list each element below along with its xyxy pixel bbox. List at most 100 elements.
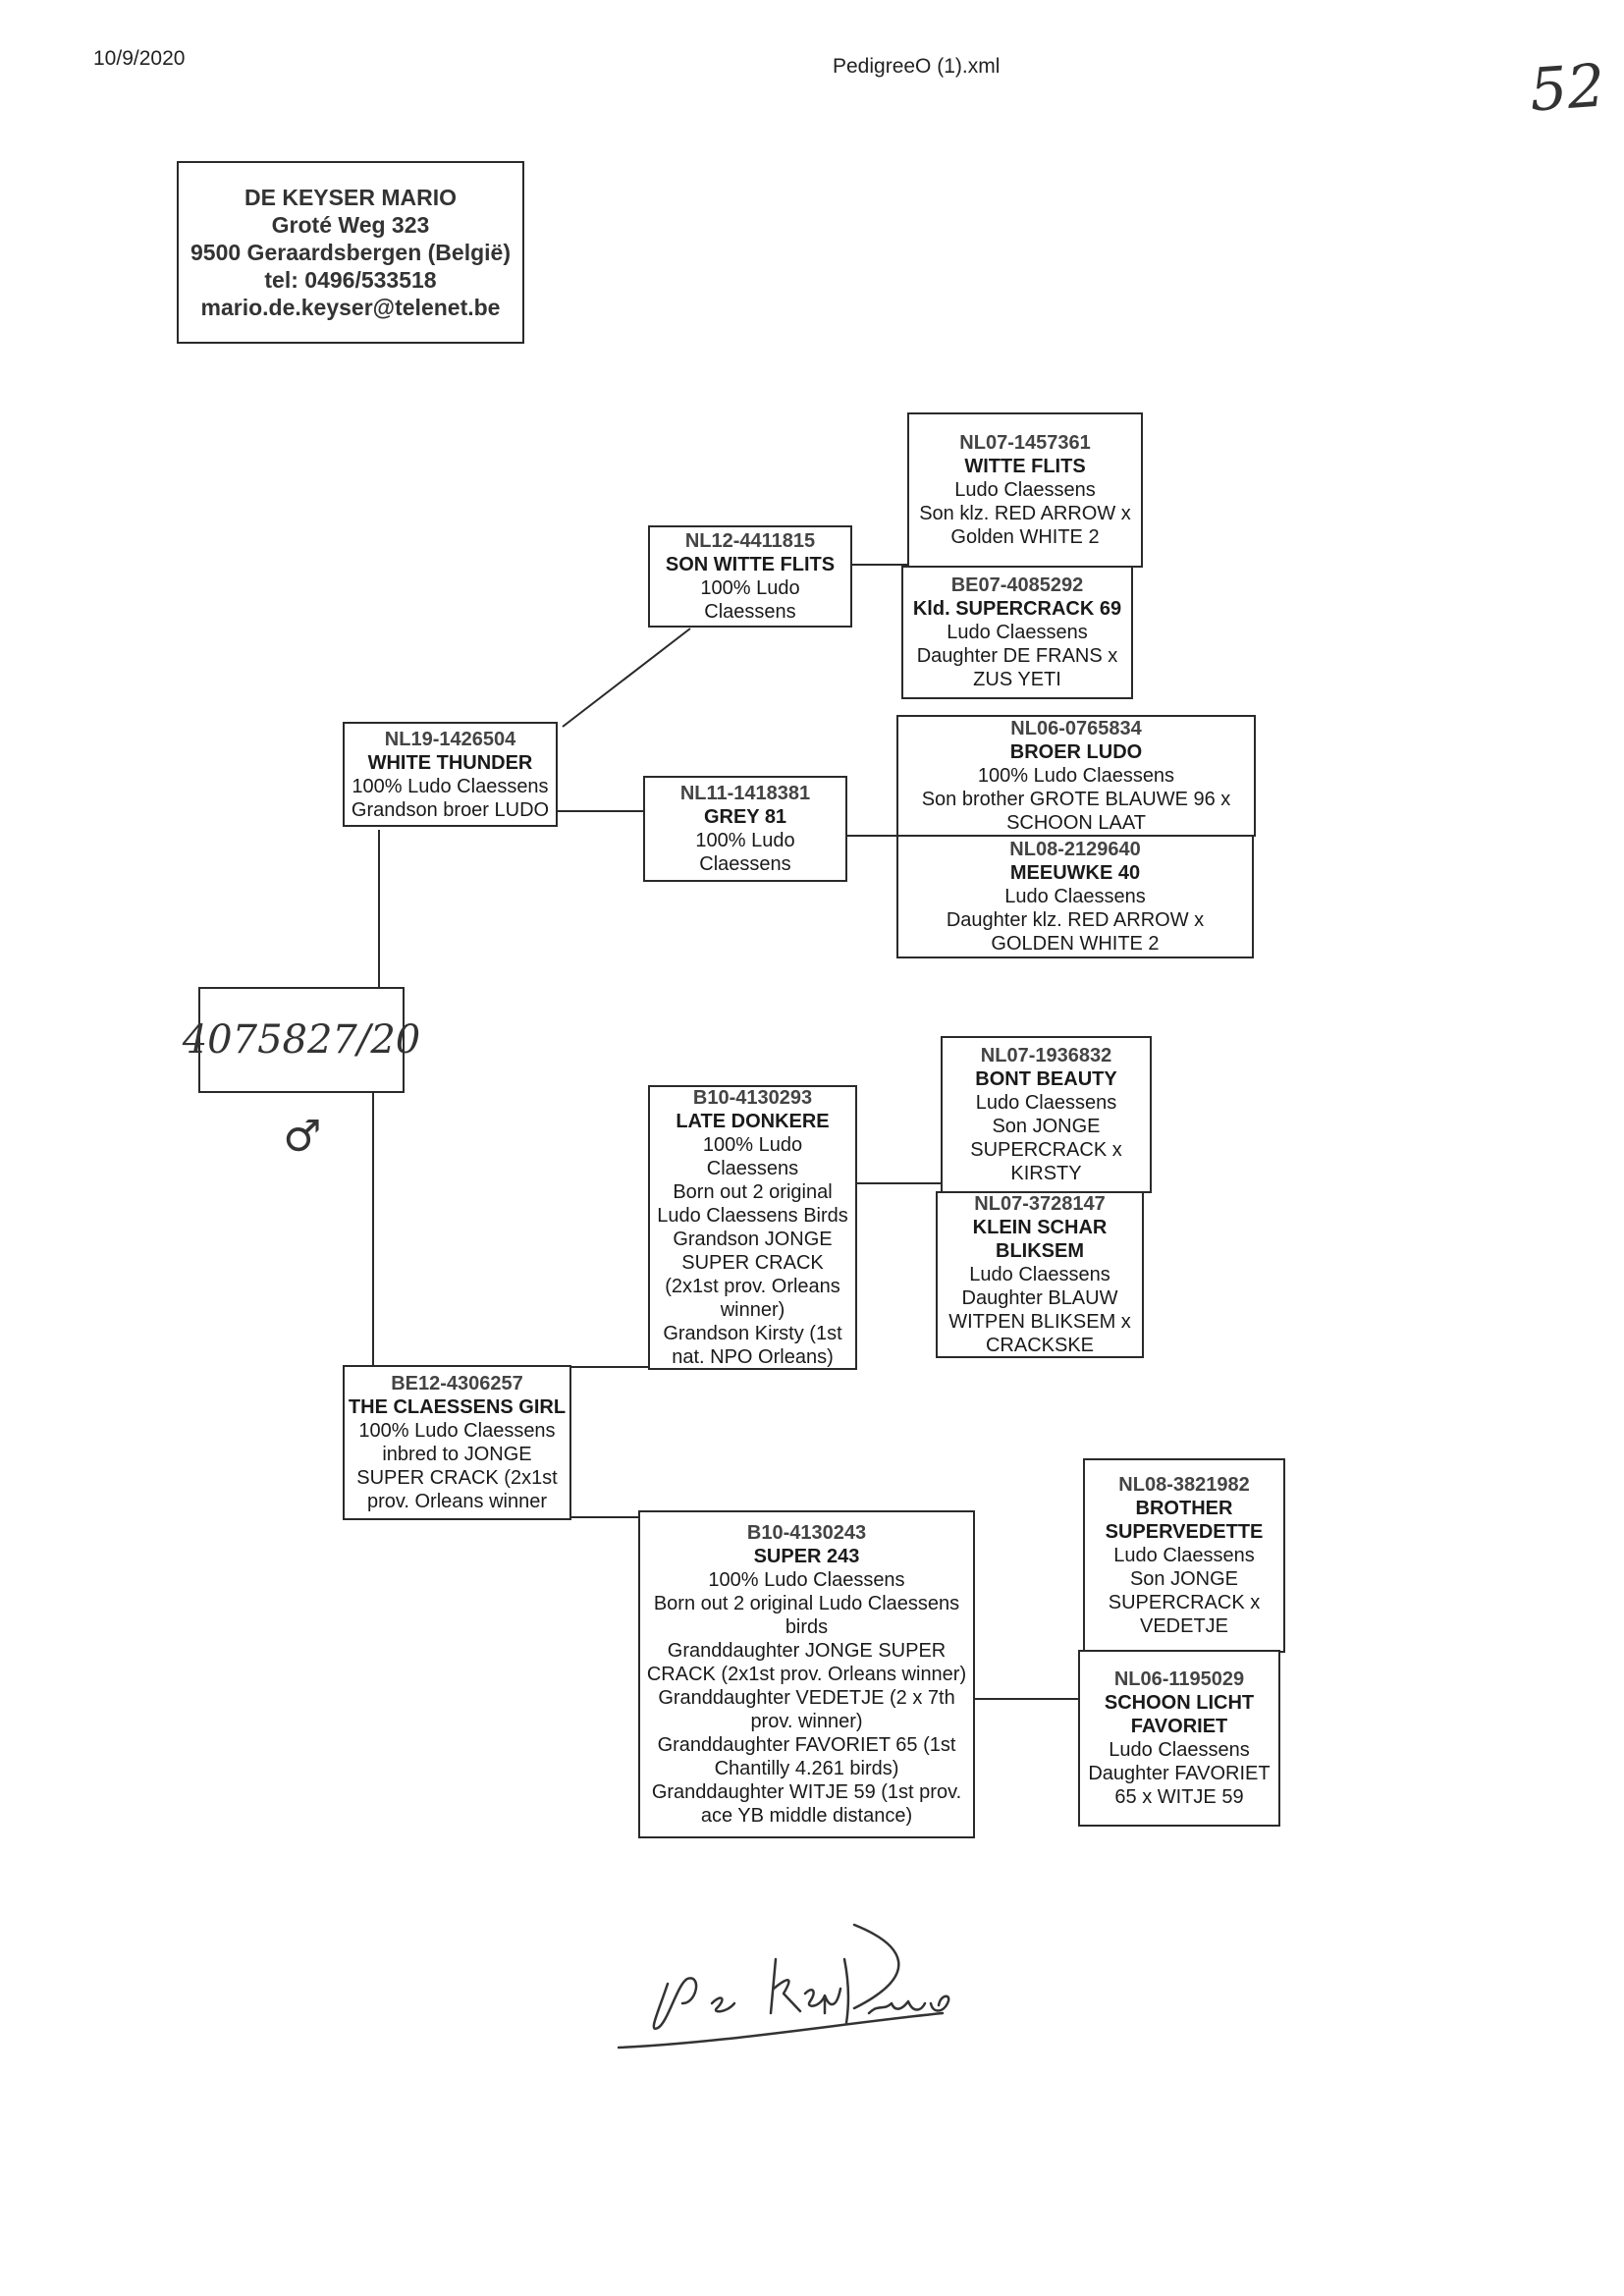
ds-dam-line: WITPEN BLIKSEM x	[948, 1311, 1131, 1333]
sd-dam-line: Ludo Claessens	[1004, 886, 1146, 907]
sire-name: WHITE THUNDER	[367, 751, 533, 774]
sire-sire-name: SON WITTE FLITS	[665, 554, 836, 575]
dam-sire-ring: B10-4130293	[692, 1087, 813, 1109]
dam-dam-line: prov. winner)	[750, 1711, 863, 1732]
ss-sire-ring: NL07-1457361	[959, 432, 1091, 454]
dam-sire-name: LATE DONKERE	[676, 1111, 830, 1132]
dam-sire-line: winner)	[720, 1299, 785, 1321]
dam-dam-line: ace YB middle distance)	[700, 1805, 913, 1827]
file-name: PedigreeO (1).xml	[833, 55, 1001, 78]
sire-sire-line: Claessens	[704, 601, 796, 623]
dam-sire-box: B10-4130293 LATE DONKERE 100% Ludo Claes…	[648, 1085, 857, 1370]
sd-sire-box: NL06-0765834 BROER LUDO 100% Ludo Claess…	[896, 715, 1256, 837]
dam-ring: BE12-4306257	[391, 1373, 523, 1394]
ds-dam-box: NL07-3728147 KLEIN SCHAR BLIKSEM Ludo Cl…	[936, 1191, 1144, 1358]
owner-phone: tel: 0496/533518	[264, 267, 437, 293]
dam-name: THE CLAESSENS GIRL	[348, 1396, 567, 1418]
ds-sire-name: BONT BEAUTY	[975, 1068, 1117, 1090]
dd-sire-name: BROTHER	[1135, 1498, 1233, 1519]
connector-sire-ss	[562, 628, 691, 728]
ss-dam-ring: BE07-4085292	[950, 574, 1084, 596]
dam-sire-line: Born out 2 original	[673, 1181, 833, 1203]
sd-sire-line: 100% Ludo Claessens	[977, 765, 1175, 787]
sd-sire-line: Son brother GROTE BLAUWE 96 x	[921, 789, 1231, 810]
dd-dam-box: NL06-1195029 SCHOON LICHT FAVORIET Ludo …	[1078, 1650, 1280, 1827]
sd-sire-line: SCHOON LAAT	[1006, 812, 1146, 834]
owner-email: mario.de.keyser@telenet.be	[200, 295, 501, 320]
sd-dam-box: NL08-2129640 MEEUWKE 40 Ludo Claessens D…	[896, 835, 1254, 958]
ss-sire-line: Son klz. RED ARROW x	[919, 503, 1131, 524]
dam-dam-line: Granddaughter WITJE 59 (1st prov.	[651, 1781, 962, 1803]
sire-sire-line: 100% Ludo	[700, 577, 800, 599]
dd-sire-ring: NL08-3821982	[1118, 1474, 1250, 1496]
sire-sire-box: NL12-4411815 SON WITTE FLITS 100% Ludo C…	[648, 525, 852, 628]
dd-dam-ring: NL06-1195029	[1113, 1668, 1245, 1690]
ds-dam-name: KLEIN SCHAR	[972, 1217, 1108, 1238]
owner-name: DE KEYSER MARIO	[244, 185, 457, 210]
ss-sire-line: Golden WHITE 2	[950, 526, 1100, 548]
dam-dam-name: SUPER 243	[753, 1546, 860, 1567]
sd-sire-name: BROER LUDO	[1009, 741, 1143, 763]
sd-dam-line: Daughter klz. RED ARROW x	[946, 909, 1205, 931]
dam-dam-line: 100% Ludo Claessens	[708, 1569, 905, 1591]
ds-sire-line: Ludo Claessens	[975, 1092, 1117, 1114]
sire-dam-name: GREY 81	[703, 806, 787, 828]
dam-sire-line: nat. NPO Orleans)	[672, 1346, 834, 1368]
dam-line: SUPER CRACK (2x1st	[356, 1467, 558, 1489]
subject-ring-box: 4075827/20	[183, 987, 420, 1093]
ds-sire-line: SUPERCRACK x	[970, 1139, 1122, 1161]
sire-dam-line: Claessens	[699, 853, 791, 875]
ss-dam-box: BE07-4085292 Kld. SUPERCRACK 69 Ludo Cla…	[901, 566, 1133, 699]
dam-dam-line: Chantilly 4.261 birds)	[714, 1758, 899, 1779]
dd-sire-box: NL08-3821982 BROTHER SUPERVEDETTE Ludo C…	[1083, 1458, 1285, 1653]
ds-dam-line: CRACKSKE	[985, 1335, 1095, 1356]
dd-dam-line: Ludo Claessens	[1109, 1739, 1250, 1761]
dd-dam-line: 65 x WITJE 59	[1114, 1786, 1244, 1808]
ss-dam-name: Kld. SUPERCRACK 69	[912, 598, 1122, 620]
dam-sire-line: Grandson Kirsty (1st	[663, 1323, 842, 1344]
owner-city: 9500 Geraardsbergen (België)	[190, 240, 511, 265]
dam-line: inbred to JONGE	[382, 1444, 532, 1465]
ds-dam-name: BLIKSEM	[996, 1240, 1084, 1262]
ss-sire-line: Ludo Claessens	[954, 479, 1096, 501]
sire-box: NL19-1426504 WHITE THUNDER 100% Ludo Cla…	[343, 722, 558, 827]
sd-dam-ring: NL08-2129640	[1009, 839, 1141, 860]
ds-sire-line: Son JONGE	[992, 1116, 1101, 1137]
ds-dam-ring: NL07-3728147	[974, 1193, 1106, 1215]
dam-dam-line: Granddaughter VEDETJE (2 x 7th	[658, 1687, 955, 1709]
male-symbol: ♂	[283, 1112, 322, 1162]
owner-street: Groté Weg 323	[271, 212, 430, 238]
ss-dam-line: Ludo Claessens	[947, 622, 1088, 643]
dd-dam-name: FAVORIET	[1130, 1716, 1228, 1737]
dam-dam-line: Granddaughter JONGE SUPER	[667, 1640, 947, 1662]
dd-dam-name: SCHOON LICHT	[1104, 1692, 1255, 1714]
dam-dam-line: Born out 2 original Ludo Claessens	[653, 1593, 960, 1614]
sd-dam-name: MEEUWKE 40	[1009, 862, 1141, 884]
sire-ring: NL19-1426504	[384, 728, 516, 750]
ds-sire-ring: NL07-1936832	[980, 1045, 1112, 1066]
ss-sire-box: NL07-1457361 WITTE FLITS Ludo Claessens …	[907, 412, 1143, 568]
dam-dam-line: Granddaughter FAVORIET 65 (1st	[657, 1734, 956, 1756]
ss-sire-name: WITTE FLITS	[964, 456, 1086, 477]
dam-dam-line: CRACK (2x1st prov. Orleans winner)	[646, 1664, 967, 1685]
ds-dam-line: Ludo Claessens	[969, 1264, 1110, 1285]
sire-dam-line: 100% Ludo	[695, 830, 795, 851]
dam-sire-line: 100% Ludo	[702, 1134, 803, 1156]
dam-sire-line: Claessens	[706, 1158, 799, 1179]
dam-sire-line: (2x1st prov. Orleans	[665, 1276, 840, 1297]
dd-dam-line: Daughter FAVORIET	[1088, 1763, 1271, 1784]
ss-pair: NL07-1457361 WITTE FLITS Ludo Claessens …	[901, 412, 1143, 699]
sd-sire-ring: NL06-0765834	[1010, 718, 1142, 739]
ss-dam-line: ZUS YETI	[973, 669, 1061, 690]
dam-dam-ring: B10-4130243	[746, 1522, 867, 1544]
dd-sire-line: Son JONGE	[1129, 1568, 1239, 1590]
sd-dam-line: GOLDEN WHITE 2	[991, 933, 1160, 955]
ds-dam-line: Daughter BLAUW	[961, 1287, 1118, 1309]
dd-sire-name: SUPERVEDETTE	[1105, 1521, 1264, 1543]
sire-dam-ring: NL11-1418381	[679, 783, 811, 804]
dd-sire-line: VEDETJE	[1139, 1615, 1229, 1637]
dam-dam-line: birds	[785, 1616, 829, 1638]
ds-sire-box: NL07-1936832 BONT BEAUTY Ludo Claessens …	[941, 1036, 1152, 1193]
ds-sire-line: KIRSTY	[1010, 1163, 1082, 1184]
